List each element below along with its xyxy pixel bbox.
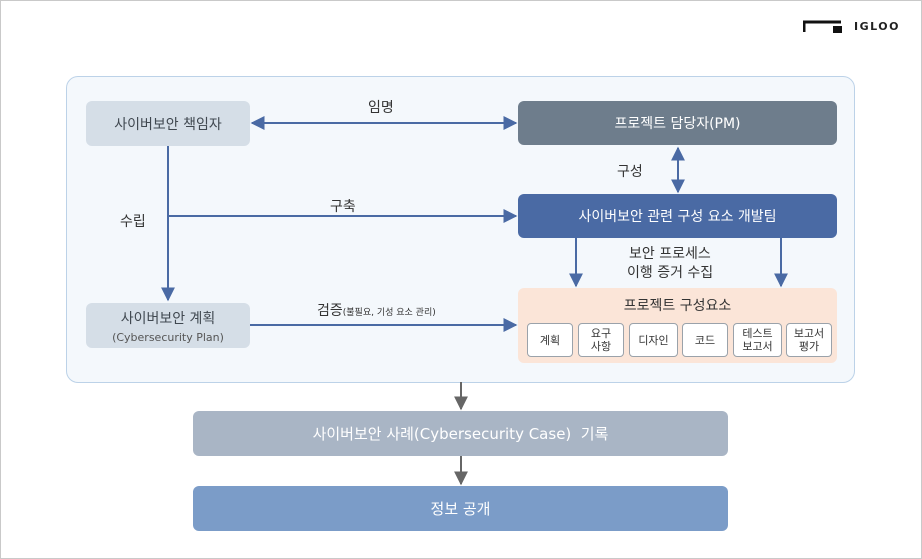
component-chip-test-report: 테스트 보고서	[733, 323, 782, 357]
component-chip-design: 디자인	[629, 323, 678, 357]
publish-label: 정보 공개	[430, 500, 491, 518]
verify-label: 검증(불필요, 기성 요소 관리)	[317, 300, 436, 320]
pm-label: 프로젝트 담당자(PM)	[614, 116, 741, 132]
dev-team-box: 사이버보안 관련 구성 요소 개발팀	[518, 194, 837, 238]
officer-label: 사이버보안 책임자	[114, 116, 222, 133]
component-chip-code: 코드	[682, 323, 728, 357]
igloo-logo-mark-icon	[803, 20, 842, 33]
appoint-label: 임명	[368, 100, 394, 116]
plan-title: 사이버보안 계획	[120, 310, 216, 327]
verify-text: 검증	[317, 303, 343, 319]
plan-subtitle: (Cybersecurity Plan)	[112, 330, 224, 344]
case-label: 사이버보안 사례(Cybersecurity Case) 기록	[312, 425, 609, 443]
team-label: 사이버보안 관련 구성 요소 개발팀	[578, 209, 777, 225]
component-chip-report-review: 보고서 평가	[786, 323, 832, 357]
project-components-box: 프로젝트 구성요소 계획 요구 사항 디자인 코드 테스트 보고서 보고서 평가	[518, 288, 837, 363]
build-label: 구축	[330, 199, 356, 215]
process-label-line2: 이행 증거 수집	[627, 265, 714, 281]
igloo-logo-text: IGLOO	[854, 20, 900, 33]
cybersecurity-case-box: 사이버보안 사례(Cybersecurity Case) 기록	[193, 411, 728, 456]
cybersecurity-officer-box: 사이버보안 책임자	[86, 101, 250, 146]
cybersecurity-plan-box: 사이버보안 계획 (Cybersecurity Plan)	[86, 303, 250, 348]
component-chip-plan: 계획	[527, 323, 573, 357]
verify-note: (불필요, 기성 요소 관리)	[342, 308, 436, 318]
component-chip-requirements: 요구 사항	[578, 323, 624, 357]
process-label-line1: 보안 프로세스	[629, 246, 711, 262]
components-title: 프로젝트 구성요소	[623, 298, 732, 314]
information-disclosure-box: 정보 공개	[193, 486, 728, 531]
establish-label: 수립	[120, 214, 146, 230]
project-manager-box: 프로젝트 담당자(PM)	[518, 101, 837, 145]
compose-label: 구성	[617, 164, 643, 180]
